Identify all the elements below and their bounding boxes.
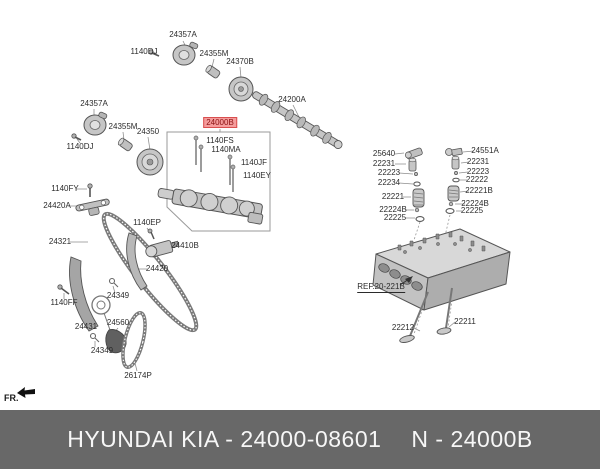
part-label-24560[interactable]: 24560 (106, 318, 130, 327)
part-label-22221[interactable]: 22221 (381, 192, 405, 201)
part-label-22224b-left[interactable]: 22224B (379, 205, 407, 214)
ref-arrow (399, 276, 413, 286)
seal-22224b-left-art (414, 207, 420, 213)
clip-24349-lower-art (89, 332, 100, 343)
bolt-1140fy-art (87, 183, 93, 197)
part-label-1140ma[interactable]: 1140MA (211, 145, 241, 154)
seat-22222-art (452, 177, 460, 183)
part-label-22222[interactable]: 22222 (465, 175, 489, 184)
cylinder-head-art (372, 228, 511, 311)
part-label-22234[interactable]: 22234 (377, 178, 401, 187)
pulley-24370b-art (228, 76, 254, 102)
diagram-art (57, 40, 511, 372)
part-label-24357a-top[interactable]: 24357A (169, 30, 197, 39)
part-label-22223-right[interactable]: 22223 (466, 167, 490, 176)
chain-guide-24431-art (69, 256, 99, 332)
spark-plug-25640-art (405, 147, 423, 160)
keeper-22223-left-art (414, 172, 418, 176)
carrier-bolts-art (193, 135, 236, 192)
part-label-24321[interactable]: 24321 (48, 237, 72, 246)
part-label-24357a-left[interactable]: 24357A (80, 99, 108, 108)
front-label: FR. (4, 393, 19, 403)
part-label-1140ep[interactable]: 1140EP (133, 218, 161, 227)
keeper-22223-right-art (454, 171, 458, 175)
tensioner-24410b-art (145, 240, 180, 258)
cvvt-pulley-24357a-top-art (172, 41, 199, 66)
valve-22211-art (436, 287, 453, 335)
spring-22221-art (412, 188, 425, 208)
retainer-22231-right-art (451, 155, 460, 170)
cam-carrier-24000b-art (157, 188, 264, 225)
part-label-24350[interactable]: 24350 (136, 127, 160, 136)
seal-22224b-right-art (448, 201, 454, 207)
bolt-1140dj-top-art (148, 49, 160, 57)
part-label-22224b-right[interactable]: 22224B (461, 199, 489, 208)
part-label-1140ff[interactable]: 1140FF (50, 298, 78, 307)
banner-part-number: N - 24000B (411, 426, 533, 452)
cvvt-pulley-24357a-left-art (83, 111, 108, 136)
dashed-leaders (413, 214, 457, 335)
part-label-1140dj-left[interactable]: 1140DJ (66, 142, 94, 151)
part-label-24349-lower[interactable]: 24349 (90, 346, 114, 355)
part-label-1140fs[interactable]: 1140FS (206, 136, 234, 145)
clip-24349-upper-art (108, 277, 119, 288)
bolt-1140dj-left-art (71, 133, 82, 141)
valve-22212-art (399, 291, 429, 343)
part-label-24370b[interactable]: 24370B (226, 57, 254, 66)
washer-22225-left-art (415, 216, 425, 222)
part-label-24349-upper[interactable]: 24349 (106, 291, 130, 300)
spring-22221b-art (447, 185, 460, 202)
pulley-24350-art (136, 148, 164, 176)
chain-guide-24420-art (126, 232, 148, 291)
part-label-22225-left[interactable]: 22225 (383, 213, 407, 222)
part-label-24355m-left[interactable]: 24355M (108, 122, 138, 131)
part-label-24410b[interactable]: 24410B (171, 241, 199, 250)
part-label-22221b[interactable]: 22221B (465, 186, 493, 195)
part-label-22223-left[interactable]: 22223 (377, 168, 401, 177)
part-label-25640[interactable]: 25640 (372, 149, 396, 158)
part-label-22231-right[interactable]: 22231 (466, 157, 490, 166)
part-label-24431[interactable]: 24431 (74, 322, 98, 331)
washer-22225-right-art (445, 208, 455, 214)
front-direction-marker: FR. (4, 385, 38, 405)
bracket-24420a-art (75, 198, 110, 216)
part-label-22212[interactable]: 22212 (391, 323, 415, 332)
part-label-26174p[interactable]: 26174P (124, 371, 152, 380)
part-label-22225-right[interactable]: 22225 (460, 206, 484, 215)
part-label-ref-20-221b[interactable]: REF.20-221B (357, 282, 405, 293)
camshaft-24200a-art (252, 91, 343, 149)
retainer-22231-left-art (408, 157, 417, 172)
footer-banner: HYUNDAI KIA - 24000-08601 N - 24000B (0, 410, 600, 469)
part-label-22211[interactable]: 22211 (454, 317, 476, 326)
part-label-1140jf[interactable]: 1140JF (240, 158, 268, 167)
front-arrow-icon (17, 387, 35, 398)
plug-24355m-top-art (205, 64, 221, 79)
bolt-1140ep-art (147, 228, 155, 240)
oil-pump-chain-26174p-art (121, 310, 147, 370)
part-label-22231-left[interactable]: 22231 (372, 159, 396, 168)
part-label-24551a[interactable]: 24551A (471, 146, 499, 155)
part-label-1140dj-top[interactable]: 1140DJ (130, 47, 158, 56)
part-label-1140fy[interactable]: 1140FY (51, 184, 79, 193)
part-label-24420[interactable]: 24420 (145, 264, 169, 273)
part-label-24200a[interactable]: 24200A (278, 95, 306, 104)
part-label-24000b[interactable]: 24000B (203, 117, 237, 128)
plug-24355m-left-art (117, 137, 133, 152)
part-label-24420a[interactable]: 24420A (43, 201, 71, 210)
bolt-1140ff-art (57, 284, 70, 295)
part-label-1140ey[interactable]: 1140EY (243, 171, 271, 180)
banner-part-code: HYUNDAI KIA - 24000-08601 (67, 426, 382, 452)
seat-22234-art (413, 181, 421, 187)
part-label-24355m-top[interactable]: 24355M (199, 49, 229, 58)
fitting-24551a-art (445, 147, 463, 157)
